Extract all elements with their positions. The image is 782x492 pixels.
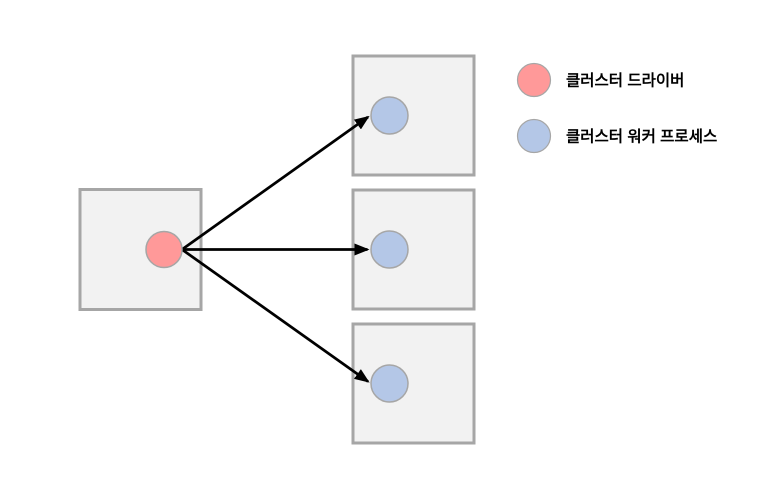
legend-worker-label: 클러스터 워커 프로세스 (566, 128, 717, 146)
legend-driver-label: 클러스터 드라이버 (566, 72, 684, 90)
driver-circle (145, 230, 183, 269)
legend: 클러스터 드라이버 클러스터 워커 프로세스 (516, 62, 717, 154)
worker-circle-3 (370, 364, 409, 403)
legend-driver-swatch-icon (516, 62, 552, 98)
arrow-driver-to-worker-1 (181, 115, 370, 251)
arrow-driver-to-worker-3 (181, 248, 370, 383)
worker-circle-1 (370, 96, 409, 135)
worker-circle-2 (370, 230, 409, 269)
legend-worker-swatch-icon (516, 118, 552, 154)
